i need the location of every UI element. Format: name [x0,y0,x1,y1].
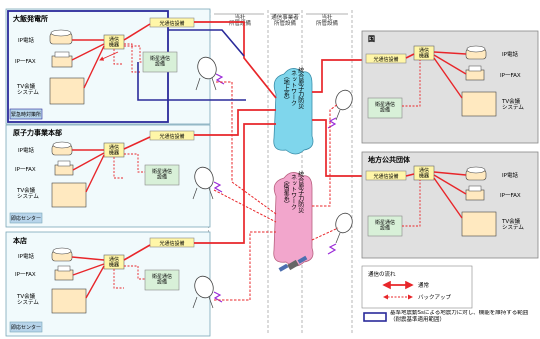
comm-device-head-office-label: 通信機器 [109,256,119,269]
tv-conference-head-office [52,289,86,313]
ip-phone-nuclear [52,142,72,155]
legend-backup: バックアップ [418,294,452,301]
tv-conference-country [462,92,496,116]
ip-phone-local-gov-label: IP電話 [502,171,518,179]
fixed-comm-head-office-label: 光通信設備 [159,240,184,247]
panel-head-office: 本店 IP電話 IP一FAX TV会議システム 通信機器 光通信設備 衛星通信設… [6,232,216,336]
column-header-1: 当社所管設備 [229,13,252,27]
satellite-dish-center-upper [333,88,355,120]
ip-fax-hq [52,52,72,67]
seismic-note: 基準地震動Ssによる地震力に対し、機能を維持する範囲（耐震基準適用範囲） [364,310,536,336]
panel-hq-title: 大飯発電所 [13,14,48,23]
panel-country-title: 国 [368,34,375,43]
ip-fax-hq-label: IP一FAX [15,59,36,65]
ip-fax-local-gov-label: IP一FAX [500,193,521,199]
fixed-comm-country-label: 光通信設備 [373,56,398,63]
comm-device-country-label: 通信機器 [419,47,429,60]
comm-device-nuclear-label: 通信機器 [109,144,119,157]
column-header-2: 通信事業者所管設備 [271,13,299,27]
fixed-comm-local-gov-label: 光通信設備 [373,173,398,180]
legend-title: 通信の流れ [368,270,396,278]
panel-nuclear: 原子力事業本部 IP電話 IP一FAX TV会議システム 通信機器 光通信設備 … [6,125,216,227]
satellite-network-label: 統合原子力防災ネットワーク（衛星系） [282,170,303,213]
ip-fax-country-label: IP一FAX [500,73,521,79]
comm-device-hq-label: 通信機器 [109,36,119,49]
ground-network-label: 統合原子力防災ネットワーク（地上系） [282,66,303,109]
ip-phone-country-label: IP電話 [502,50,518,58]
ip-phone-nuclear-label: IP電話 [18,146,34,154]
legend-normal: 通常 [418,281,430,289]
comm-device-local-gov-label: 通信機器 [419,167,429,180]
legend: 通信の流れ 通常 バックアップ [362,266,472,308]
seismic-note-text: 基準地震動Ssによる地震力に対し、機能を維持する範囲（耐震基準適用範囲） [390,310,536,324]
panel-country: 国 光通信設備 通信機器 衛星通信設備 IP電話 IP一FAX TV会議システム [362,31,538,143]
panel-hq: 大飯発電所 IP電話 IP一FAX TV会議システム 通信機器 光通信設備 衛星… [6,9,219,124]
ip-fax-head-office-label: IP一FAX [15,272,36,278]
ip-phone-local-gov [466,167,486,180]
panel-head-office-title: 本店 [12,236,27,245]
ip-phone-head-office [52,248,72,261]
satellite-network: 統合原子力防災ネットワーク（衛星系） [274,170,313,266]
tv-conference-local-gov [462,212,496,236]
panel-local-gov-title: 地方公共団体 [368,155,411,164]
panel-nuclear-title: 原子力事業本部 [13,128,62,137]
ground-network: 統合原子力防災ネットワーク（地上系） [274,66,313,154]
column-header-3: 当社所管設備 [316,13,339,27]
tv-conference-hq [50,78,84,104]
ip-phone-hq-label: IP電話 [18,36,34,44]
ip-fax-nuclear-label: IP一FAX [15,167,36,173]
panel-hq-footer-text: 緊急時対策所 [11,111,41,118]
ip-phone-head-office-label: IP電話 [18,252,34,260]
ip-phone-country [466,46,486,59]
panel-nuclear-footer-text: 即応センター [11,215,41,222]
fixed-comm-hq-label: 光通信設備 [159,20,184,27]
satellite-dish-center-lower [333,211,355,243]
tv-conference-nuclear [52,183,86,207]
seismic-note-swatch [364,313,386,321]
panel-local-gov: 地方公共団体 光通信設備 通信機器 衛星通信設備 IP電話 IP一FAX TV会… [362,152,538,258]
panel-head-office-footer-text: 即応センター [11,324,41,331]
ip-phone-hq [50,30,72,44]
fixed-comm-nuclear-label: 光通信設備 [159,133,184,140]
